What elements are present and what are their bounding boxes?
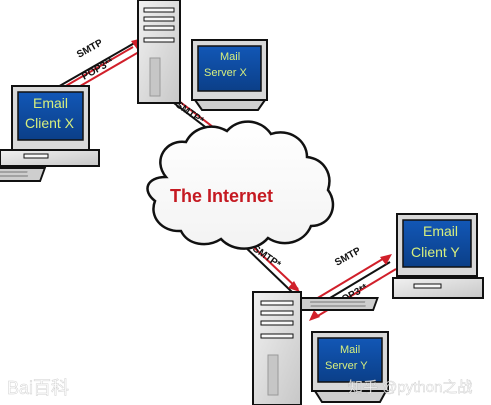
- client-x-drive: [23, 153, 49, 159]
- internet-cloud: The Internet: [146, 120, 335, 250]
- client-x-screen: [17, 91, 84, 141]
- top-smtp-label: SMTP: [75, 37, 105, 60]
- bottom-pop3-arrow: [309, 310, 320, 321]
- bottom-smtp-arrow: [380, 254, 392, 265]
- server-x-bay-2: [143, 16, 175, 22]
- mail-server-y-monitor: Mail Server Y: [311, 331, 389, 403]
- server-y-bay-2: [260, 310, 294, 316]
- server-y-monitor-stand: [313, 390, 388, 403]
- server-x-screen: [197, 45, 262, 92]
- left-watermark: Bai百科: [7, 378, 69, 398]
- server-x-line2: Server X: [204, 67, 247, 79]
- watermarks: Bai百科 知乎 @python之战: [7, 378, 473, 399]
- client-x-line1: Email: [33, 95, 68, 111]
- email-client-y: Email Client Y: [295, 213, 484, 311]
- server-y-line1: Mail: [340, 344, 360, 356]
- server-x-bay-1: [143, 7, 175, 13]
- internet-server-y-link: [239, 241, 293, 293]
- server-x-monitor-stand: [193, 99, 267, 111]
- mail-server-x-monitor: Mail Server X: [191, 39, 268, 111]
- client-x-base: [0, 149, 100, 167]
- client-y-screen: [402, 219, 472, 268]
- client-y-line1: Email: [423, 223, 458, 239]
- client-x-server-x-link: [55, 40, 139, 89]
- mail-server-y-tower: [252, 291, 302, 405]
- cloud-label: The Internet: [170, 186, 273, 206]
- client-y-line2: Client Y: [411, 244, 460, 260]
- server-y-bay-4: [260, 333, 294, 339]
- right-watermark: 知乎 @python之战: [348, 379, 472, 396]
- mail-server-x-tower: [137, 0, 181, 104]
- bottom-smtp-label: SMTP: [333, 245, 363, 268]
- server-y-front-grill: [267, 354, 279, 396]
- email-client-x: Email Client X: [0, 85, 100, 182]
- server-x-bay-4: [143, 37, 175, 43]
- client-y-keyboard: [295, 297, 379, 311]
- client-x-keyboard: [0, 167, 47, 182]
- client-x-line2: Client X: [25, 115, 75, 131]
- server-y-screen: [317, 337, 383, 383]
- server-x-front-grill: [149, 57, 161, 97]
- cloud-shape: [146, 120, 335, 250]
- server-y-bay-3: [260, 320, 294, 326]
- lower-smtp-arrow: [288, 281, 300, 292]
- client-y-drive: [413, 283, 442, 289]
- server-y-bay-1: [260, 300, 294, 306]
- server-y-line2: Server Y: [325, 360, 368, 372]
- server-x-line1: Mail: [220, 51, 240, 63]
- server-x-bay-3: [143, 25, 175, 31]
